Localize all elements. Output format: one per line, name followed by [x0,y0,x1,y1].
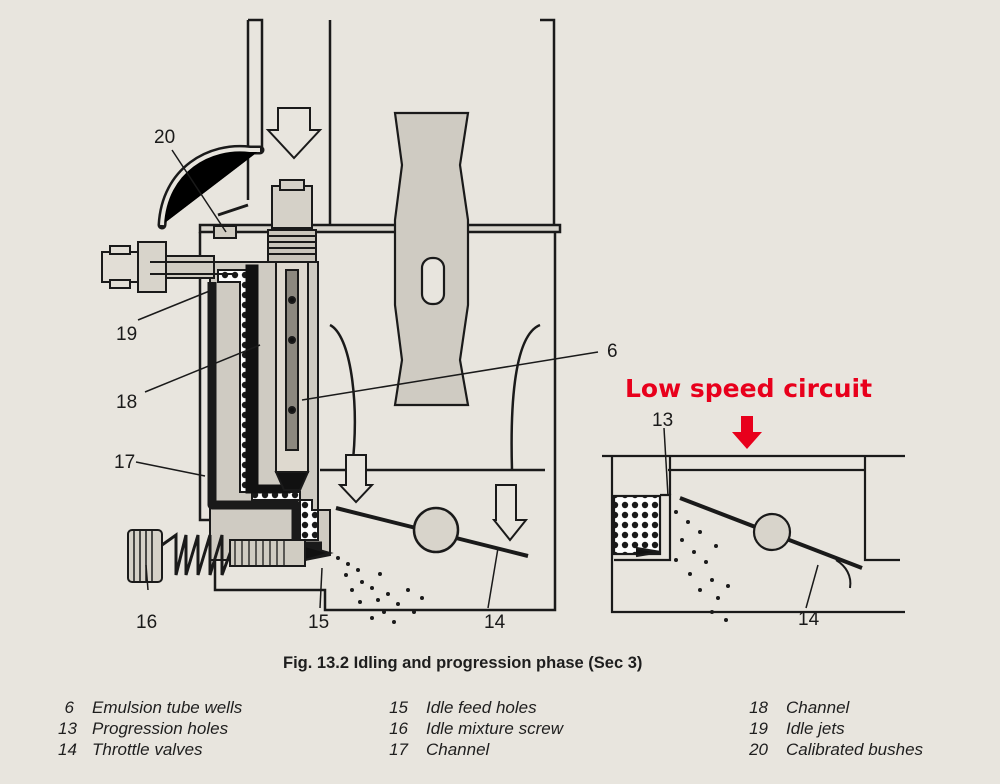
inset-spray [674,510,730,622]
label-16: 16 [136,612,157,633]
idle-jet-assembly [101,144,265,293]
flow-arrows [265,107,529,542]
label-14: 14 [484,612,506,633]
label-15: 15 [308,612,329,633]
figure-caption: Fig. 13.2 Idling and progression phase (… [283,654,643,672]
callout-arrow-icon [732,416,762,449]
inset-arrow [835,559,852,589]
idle-mixture-screw [127,529,334,583]
fuel-spray [336,556,424,624]
throttle-valve [335,506,529,558]
inset-label-14: 14 [798,609,820,630]
label-17: 17 [114,452,135,473]
venturi [393,111,470,407]
label-18: 18 [116,392,137,413]
label-19: 19 [116,324,137,345]
emulsion-tube [267,179,317,491]
inset-label-13: 13 [652,410,673,431]
inset-detail [602,454,905,614]
leader-lines [135,149,819,609]
label-6: 6 [607,341,618,362]
low-speed-circuit-callout: Low speed circuit [625,374,872,403]
label-20: 20 [154,127,175,148]
